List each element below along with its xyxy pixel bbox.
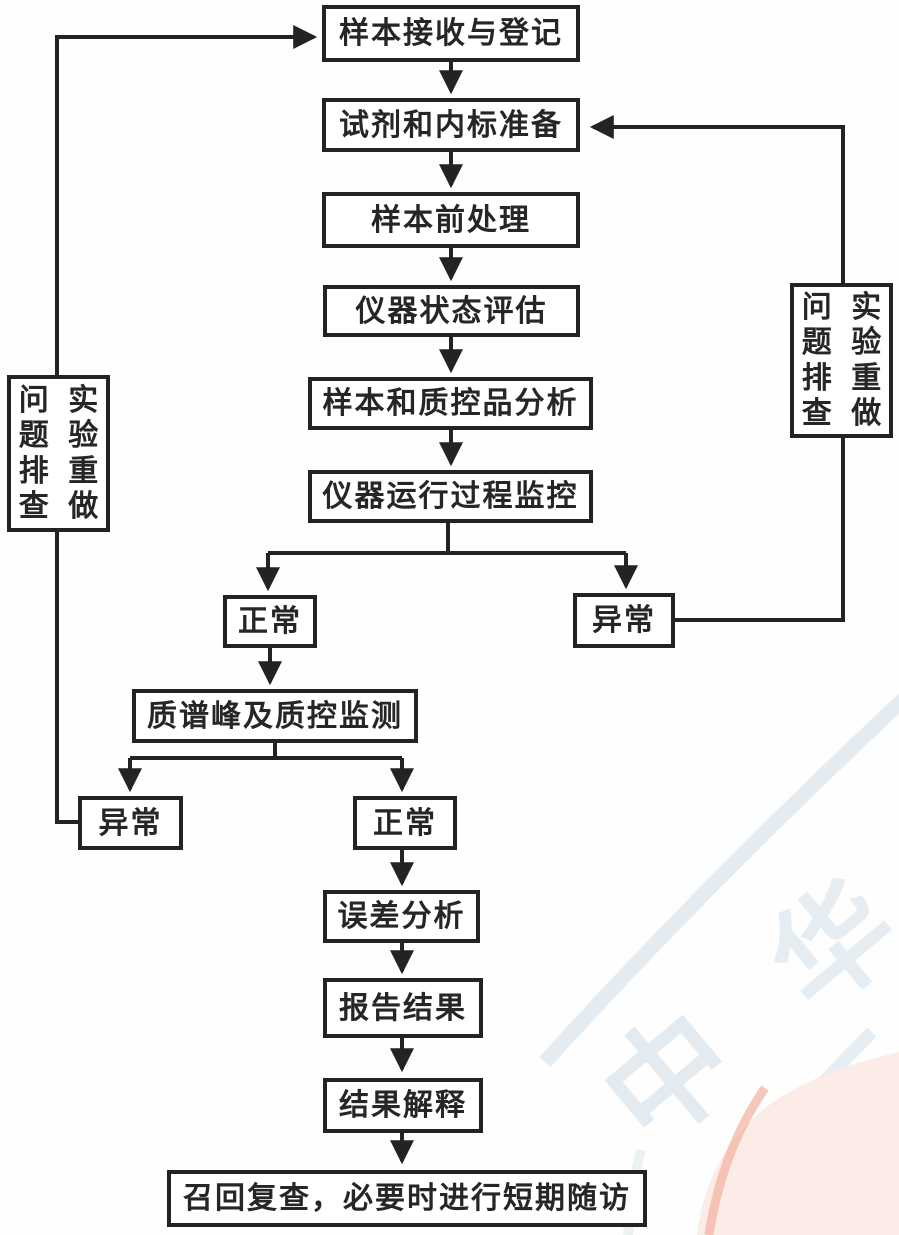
watermark-red-seal-arc [704, 1085, 769, 1235]
watermark-pink-seal-wash [697, 1052, 899, 1235]
feedback-loop-right [589, 115, 845, 622]
feedback-loop-left [55, 25, 318, 824]
watermark-circle-arc-outer [539, 693, 899, 1068]
